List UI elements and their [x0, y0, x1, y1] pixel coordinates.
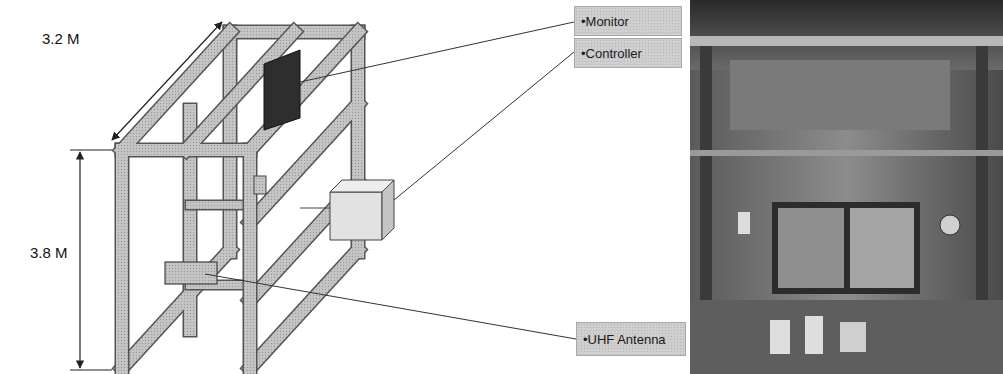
installation-photo	[690, 0, 1003, 374]
dimension-lines	[70, 22, 222, 370]
leader-lines	[205, 22, 576, 339]
callout-text: •Monitor	[575, 14, 635, 29]
antenna-panel	[165, 262, 217, 284]
callout-text: •Controller	[575, 46, 648, 61]
dimension-label: 3.8 M	[28, 244, 70, 261]
callout-box: •Controller	[574, 38, 682, 68]
frame	[122, 32, 358, 370]
dimension-label: 3.2 M	[40, 30, 82, 47]
callout-box: •Monitor	[574, 6, 682, 36]
callout-box: •UHF Antenna	[576, 322, 686, 356]
monitor-device	[264, 50, 300, 130]
callout-text: •UHF Antenna	[577, 332, 672, 347]
controller-box	[300, 180, 394, 240]
